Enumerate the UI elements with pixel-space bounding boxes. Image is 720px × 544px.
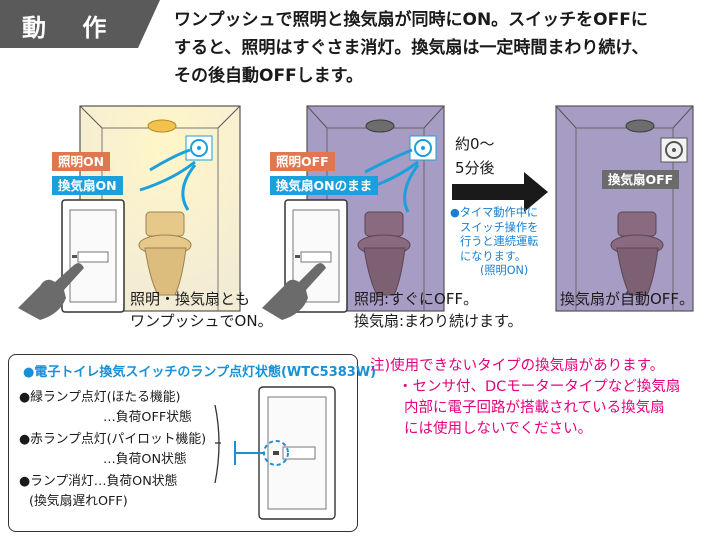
fan-icon xyxy=(409,135,437,161)
wall-switch-icon xyxy=(61,199,125,313)
fan-off-tag: 換気扇OFF xyxy=(602,170,680,189)
scene1-caption: 照明・換気扇とも ワンプッシュでON。 xyxy=(130,288,273,332)
lamp-line: ●ランプ消灯…負荷ON状態 xyxy=(19,474,178,489)
fan-on-tag: 換気扇ON xyxy=(52,176,123,195)
timer-note: ●タイマ動作中に スイッチ操作を 行うと連続運転 になります。 (照明ON) xyxy=(450,206,538,279)
brace xyxy=(214,404,220,484)
note-line: 行うと連続運転 xyxy=(460,235,539,248)
lamp-line: (換気扇遅れOFF) xyxy=(29,494,128,509)
scene2-caption: 照明:すぐにOFF。 換気扇:まわり続けます。 xyxy=(354,288,523,332)
switch-detail-illustration xyxy=(214,386,336,520)
arrow-right-icon xyxy=(452,172,548,212)
description-line: ワンプッシュで照明と換気扇が同時にON。スイッチをOFFに xyxy=(174,10,648,30)
caption-line: 換気扇:まわり続けます。 xyxy=(354,312,523,330)
lamp-line: ●緑ランプ点灯(ほたる機能) xyxy=(19,390,181,405)
caption-line: 換気扇が自動OFF。 xyxy=(560,290,695,308)
warning-line: 注)使用できないタイプの換気扇があります。 xyxy=(370,358,665,374)
description-line: すると、照明はすぐさま消灯。換気扇は一定時間まわり続け、 xyxy=(174,38,649,58)
warning-line: ・センサ付、DCモータータイプなど換気扇 xyxy=(398,379,681,395)
section-title: 動 作 xyxy=(22,14,121,42)
operation-illustration xyxy=(18,105,694,320)
toilet-icon xyxy=(357,211,411,296)
light-off-tag: 照明OFF xyxy=(270,152,335,171)
light-fixture-icon xyxy=(147,119,177,133)
lamp-line: …負荷OFF状態 xyxy=(103,410,192,425)
lamp-status-title: ●電子トイレ換気スイッチのランプ点灯状態(WTC5383W) xyxy=(23,365,377,380)
header-bar xyxy=(0,0,160,48)
delay-line: 約0～ xyxy=(455,135,495,153)
note-line: になります。 xyxy=(460,249,527,263)
warning-line: 内部に電子回路が搭載されている換気扇 xyxy=(404,400,665,416)
delay-line: 5分後 xyxy=(455,159,495,177)
description: ワンプッシュで照明と換気扇が同時にON。スイッチをOFFに すると、照明はすぐさ… xyxy=(174,6,714,90)
light-fixture-icon xyxy=(625,119,655,133)
fan-icon xyxy=(185,135,213,161)
caption-line: 照明:すぐにOFF。 xyxy=(354,290,479,308)
lamp-line: …負荷ON状態 xyxy=(103,452,187,467)
lamp-status-box: ●電子トイレ換気スイッチのランプ点灯状態(WTC5383W) ●緑ランプ点灯(ほ… xyxy=(8,354,376,532)
scene3-caption: 換気扇が自動OFF。 xyxy=(560,288,694,310)
fan-still-on-tag: 換気扇ONのまま xyxy=(270,176,379,195)
fan-icon xyxy=(660,137,688,163)
note-line: (照明ON) xyxy=(480,264,529,277)
hand-pointer-icon xyxy=(18,263,84,320)
note-line: ●タイマ動作中に xyxy=(450,206,539,219)
light-on-tag: 照明ON xyxy=(52,152,111,171)
toilet-icon xyxy=(610,211,664,296)
hand-pointer-icon xyxy=(262,263,326,320)
toilet-icon xyxy=(138,211,192,296)
lamp-line: ●赤ランプ点灯(パイロット機能) xyxy=(19,432,207,447)
description-line: その後自動OFFします。 xyxy=(174,66,363,86)
delay-label: 約0～ 5分後 xyxy=(455,132,495,180)
note-line: スイッチ操作を xyxy=(460,220,539,234)
caption-line: 照明・換気扇とも xyxy=(130,290,251,308)
caption-line: ワンプッシュでON。 xyxy=(130,312,273,330)
warning-note: 注)使用できないタイプの換気扇があります。 ・センサ付、DCモータータイプなど換… xyxy=(370,356,680,440)
wall-switch-icon xyxy=(258,386,336,520)
light-fixture-icon xyxy=(365,119,395,133)
warning-line: には使用しないでください。 xyxy=(404,421,593,437)
